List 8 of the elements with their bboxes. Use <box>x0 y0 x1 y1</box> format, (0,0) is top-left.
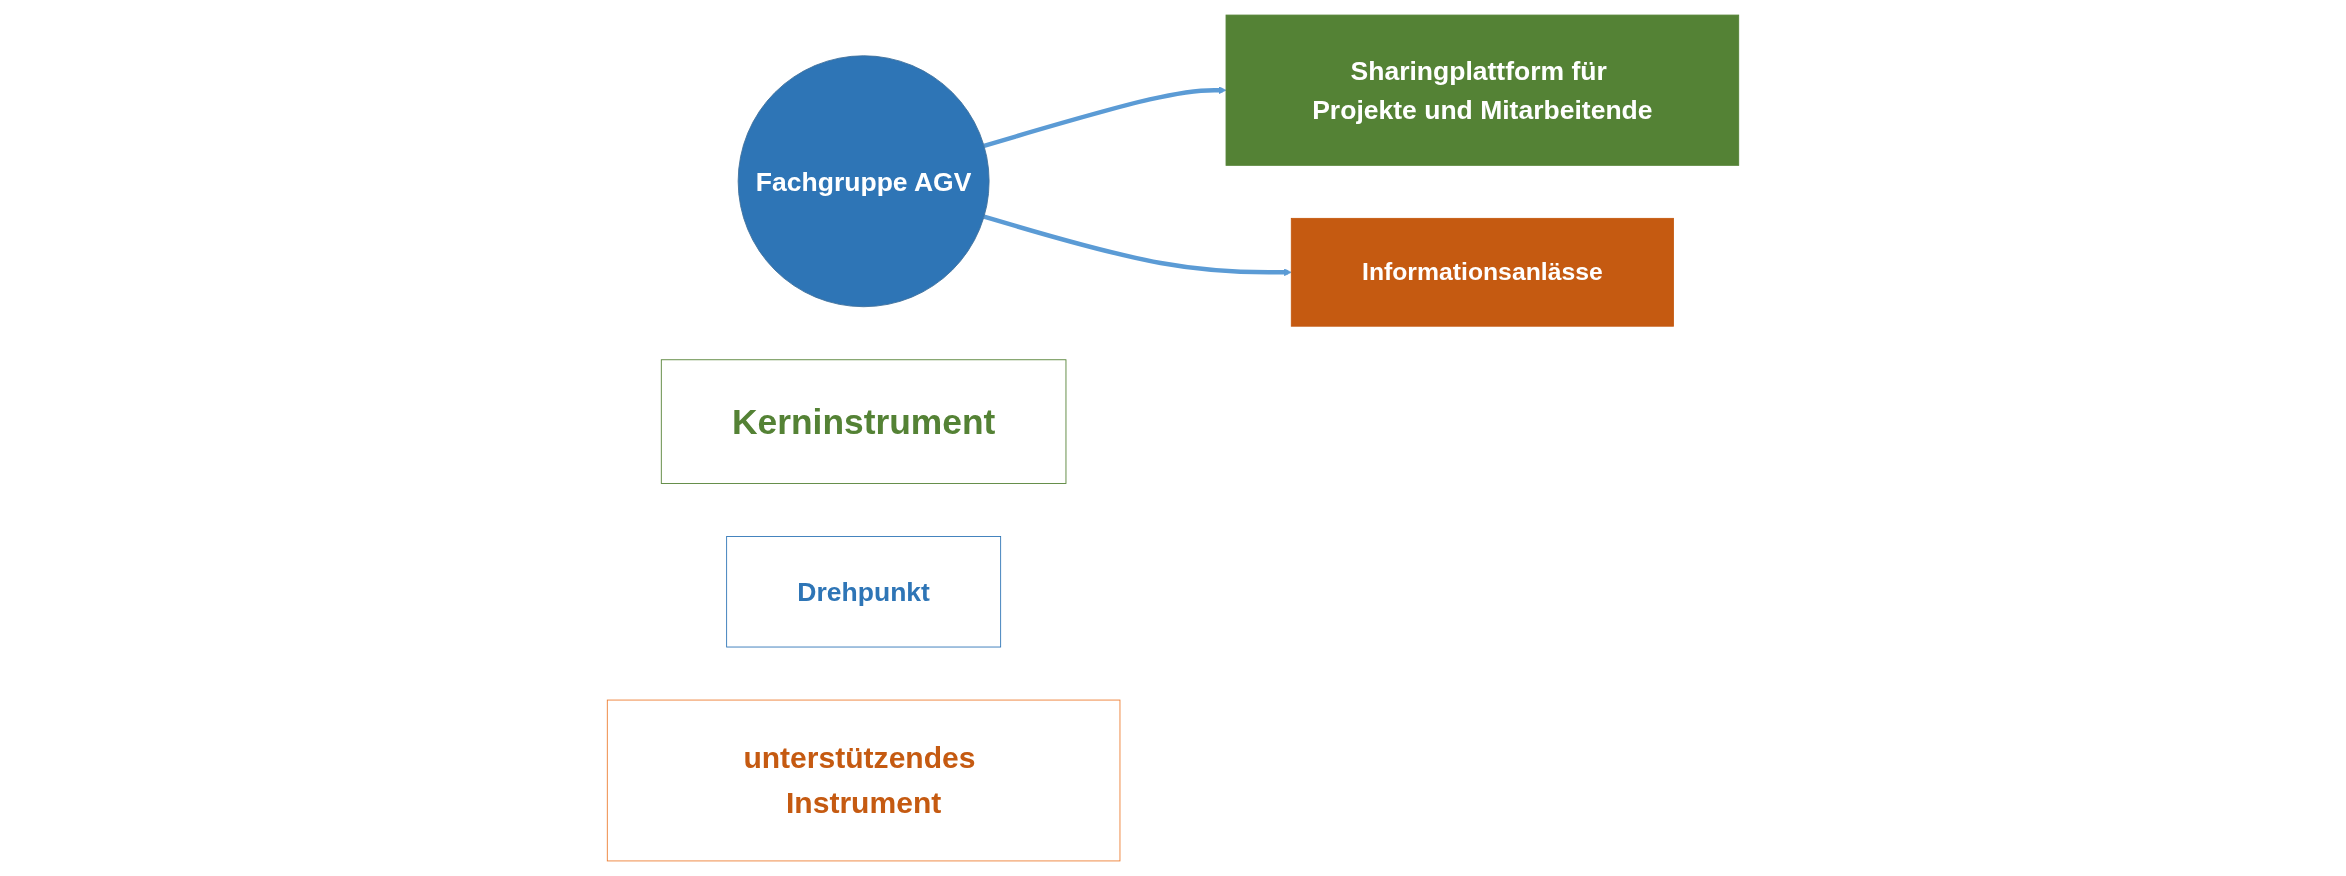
arrow <box>983 86 1227 148</box>
node-circle: Fachgruppe AGV <box>737 55 990 308</box>
node-box: Informationsanlässe <box>1290 217 1674 327</box>
arrow <box>983 214 1292 277</box>
node-box: unterstützendes Instrument <box>606 699 1121 862</box>
node-box: Kerninstrument <box>660 359 1067 484</box>
node-box: Drehpunkt <box>726 536 1002 648</box>
node-box: Sharingplattform für Projekte und Mitarbeitende <box>1225 14 1740 166</box>
